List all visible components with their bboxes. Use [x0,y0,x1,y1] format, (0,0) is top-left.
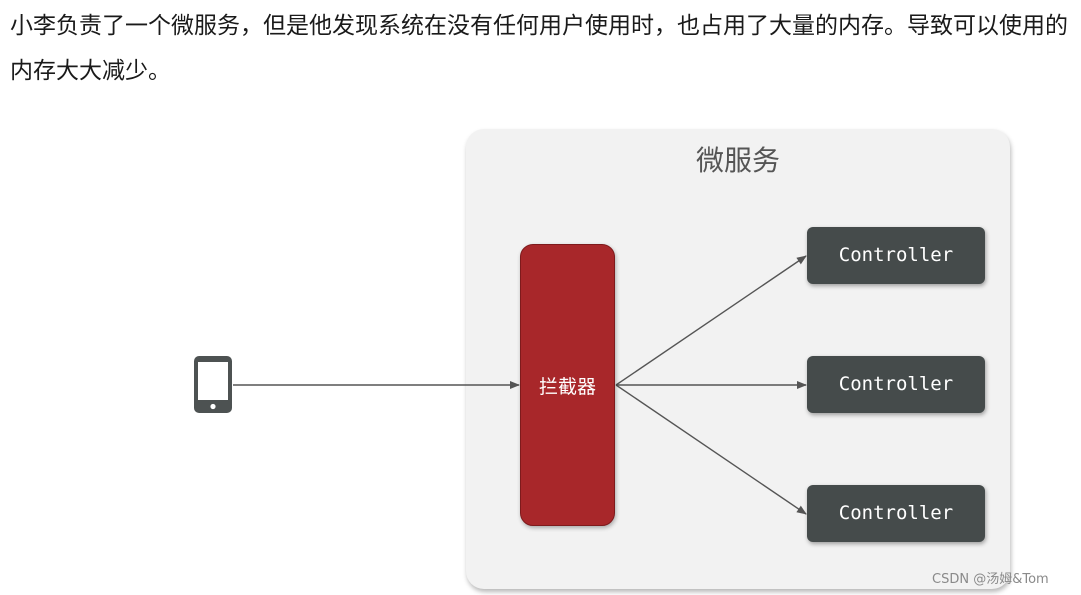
interceptor-label: 拦截器 [538,376,596,398]
mobile-phone-icon [194,356,232,413]
controller-box-1: Controller [807,227,985,284]
csdn-watermark: CSDN @汤姆&Tom [932,572,1049,587]
panel-title: 微服务 [695,144,780,177]
interceptor-block: 拦截器 [520,244,615,526]
description-paragraph: 小李负责了一个微服务，但是他发现系统在没有任何用户使用时，也占用了大量的内存。导… [10,13,1068,84]
arrow-interceptor-to-controller-1 [615,255,807,386]
arrow-interceptor-to-controller-3 [615,384,807,515]
controller-box-2: Controller [807,356,985,413]
controller-box-3: Controller [807,485,985,542]
